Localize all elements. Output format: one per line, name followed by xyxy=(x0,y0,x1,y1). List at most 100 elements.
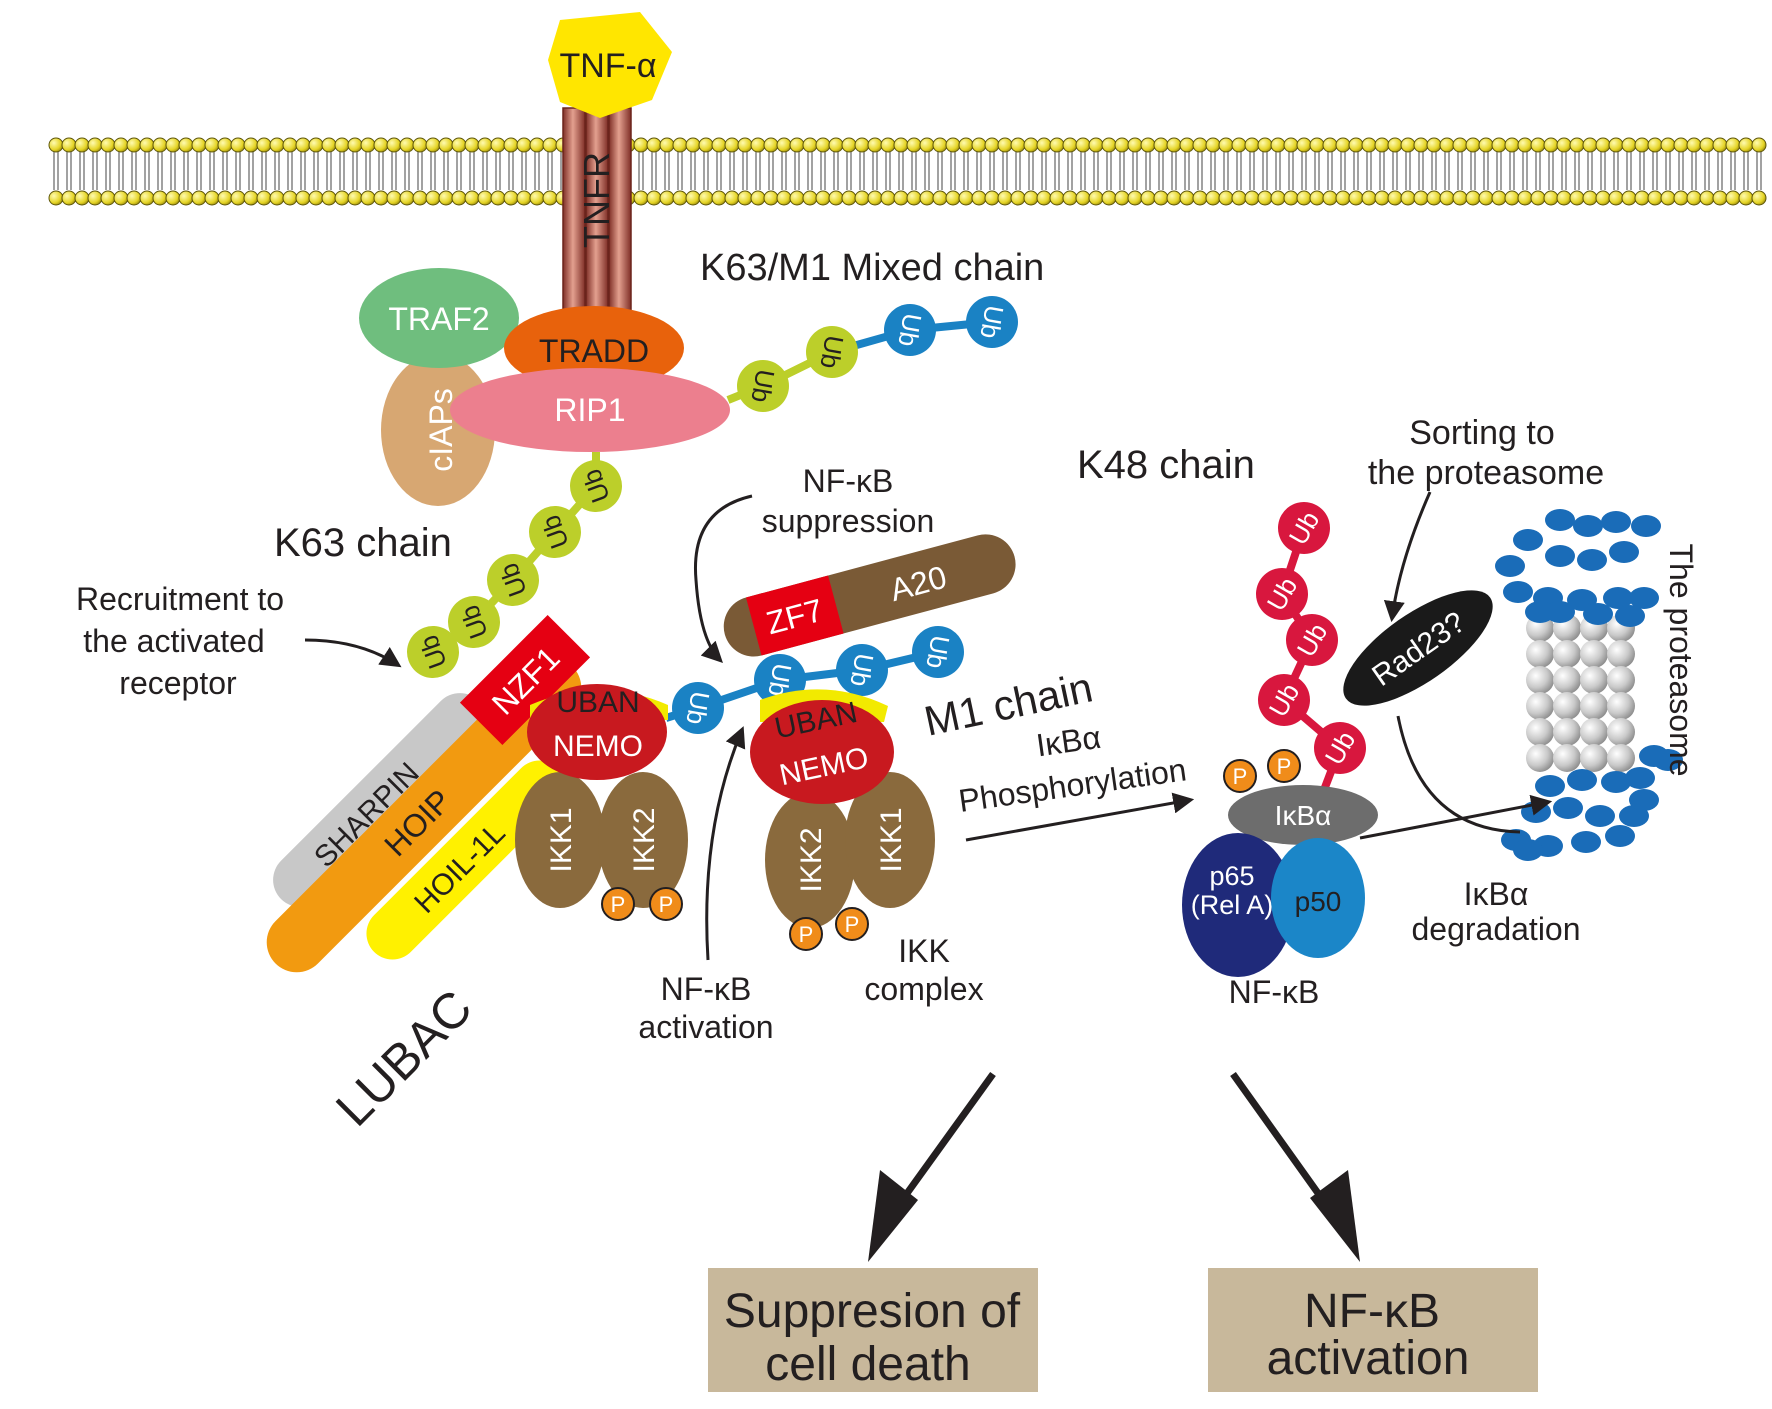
nzf1-domain xyxy=(459,614,591,746)
lipid-head xyxy=(1322,137,1338,153)
lipid-head xyxy=(1595,190,1611,206)
lipid-head xyxy=(1010,137,1026,153)
ub-label: Ub xyxy=(920,633,955,671)
rip1-protein xyxy=(450,368,730,452)
nfkb-suppression-note: NF-κB suppression xyxy=(693,463,934,663)
lipid-head xyxy=(243,190,259,206)
lipid-head xyxy=(1699,137,1715,153)
lipid-head xyxy=(893,190,909,206)
k63-m1-mixed-chain-label: K63/M1 Mixed chain xyxy=(700,247,1044,289)
proteasome-core-subunit xyxy=(1607,666,1635,694)
lipid-head xyxy=(1062,190,1078,206)
lipid-head xyxy=(1244,137,1260,153)
lipid-head xyxy=(698,137,714,153)
lipid-head xyxy=(1205,190,1221,206)
proteasome-cap-subunit xyxy=(1573,515,1603,537)
lipid-head xyxy=(906,137,922,153)
proteasome-core-subunit xyxy=(1553,718,1581,746)
phosphorylation-note: IκBα Phosphorylation xyxy=(956,719,1195,842)
ub-k63-chain: Ub xyxy=(448,596,500,648)
lipid-head xyxy=(724,190,740,206)
lipid-head xyxy=(1270,190,1286,206)
proteasome-cap-subunit xyxy=(1615,605,1645,627)
lipid-head xyxy=(1101,190,1117,206)
lipid-head xyxy=(165,190,181,206)
lipid-head xyxy=(516,190,532,206)
lipid-head xyxy=(1738,190,1754,206)
lipid-head xyxy=(1504,137,1520,153)
proteasome-core-subunit xyxy=(1580,666,1608,694)
proteasome-cap-subunit xyxy=(1567,769,1597,791)
lipid-head xyxy=(1075,190,1091,206)
lipid-head xyxy=(451,190,467,206)
lipid-head xyxy=(1036,190,1052,206)
lipid-head xyxy=(867,190,883,206)
lipid-head xyxy=(802,137,818,153)
ikk2-left xyxy=(598,772,688,908)
lipid-head xyxy=(1166,190,1182,206)
lipid-head xyxy=(750,190,766,206)
rad23-shuttle: Rad23? xyxy=(1343,590,1493,706)
lipid-head xyxy=(1712,190,1728,206)
lipid-head xyxy=(789,190,805,206)
lipid-head xyxy=(1088,137,1104,153)
lipid-head xyxy=(1335,190,1351,206)
ub-k48-chain: Ub xyxy=(1286,614,1338,666)
lipid-head xyxy=(997,137,1013,153)
proteasome-cap-subunit xyxy=(1629,587,1659,609)
lipid-tails xyxy=(53,152,1762,190)
nemo-left xyxy=(527,684,667,780)
p50-protein xyxy=(1271,838,1365,958)
lipid-head xyxy=(347,137,363,153)
lipid-head xyxy=(984,190,1000,206)
lipid-head xyxy=(529,137,545,153)
lipid-head xyxy=(1153,190,1169,206)
lipid-head xyxy=(464,190,480,206)
lipid-head xyxy=(659,190,675,206)
right-outcome-arrowhead xyxy=(1310,1170,1360,1262)
lipid-head xyxy=(1361,137,1377,153)
lipid-heads xyxy=(48,137,1767,206)
phosphate-label: P xyxy=(1277,754,1292,779)
lipid-head xyxy=(672,190,688,206)
lipid-head xyxy=(1712,137,1728,153)
ub-mixed-chain: Ub xyxy=(884,304,936,356)
lipid-head xyxy=(1218,190,1234,206)
lipid-head xyxy=(308,190,324,206)
lipid-head xyxy=(74,137,90,153)
lipid-head xyxy=(1621,190,1637,206)
lipid-head xyxy=(126,137,142,153)
sorting-line-1: Sorting to xyxy=(1409,414,1555,452)
proteasome-core-subunit xyxy=(1526,640,1554,668)
lipid-head xyxy=(217,137,233,153)
lipid-head xyxy=(438,190,454,206)
lipid-head xyxy=(139,190,155,206)
proteasome-cap-subunit xyxy=(1503,581,1533,603)
lipid-head xyxy=(1283,190,1299,206)
phosphate-label: P xyxy=(659,892,674,917)
k48-chain-label: K48 chain xyxy=(1077,443,1255,487)
lipid-head xyxy=(152,137,168,153)
lipid-head xyxy=(711,190,727,206)
proteasome-cap-subunit xyxy=(1603,587,1633,609)
lipid-head xyxy=(971,190,987,206)
lipid-head xyxy=(659,137,675,153)
proteasome-cap-subunit xyxy=(1625,767,1655,789)
lipid-head xyxy=(1465,137,1481,153)
p65-label: p65 xyxy=(1209,861,1254,891)
proteasome-cap-subunit xyxy=(1545,509,1575,531)
tnf-receptor: TNFR xyxy=(562,107,632,339)
ub-label: Ub xyxy=(814,333,849,371)
lipid-head xyxy=(399,137,415,153)
lipid-head xyxy=(1036,137,1052,153)
lipid-head xyxy=(1673,137,1689,153)
lipid-head xyxy=(633,137,649,153)
lipid-head xyxy=(1699,190,1715,206)
recruitment-line-1: Recruitment to xyxy=(76,581,284,617)
nfkb-activation-note: NF-κB activation xyxy=(638,726,774,1045)
left-outcome-arrowhead xyxy=(868,1170,918,1262)
lipid-head xyxy=(1062,137,1078,153)
phosphate-label: P xyxy=(1233,764,1248,789)
proteasome-cap-subunit xyxy=(1605,825,1635,847)
proteasome-core-subunit xyxy=(1607,744,1635,772)
